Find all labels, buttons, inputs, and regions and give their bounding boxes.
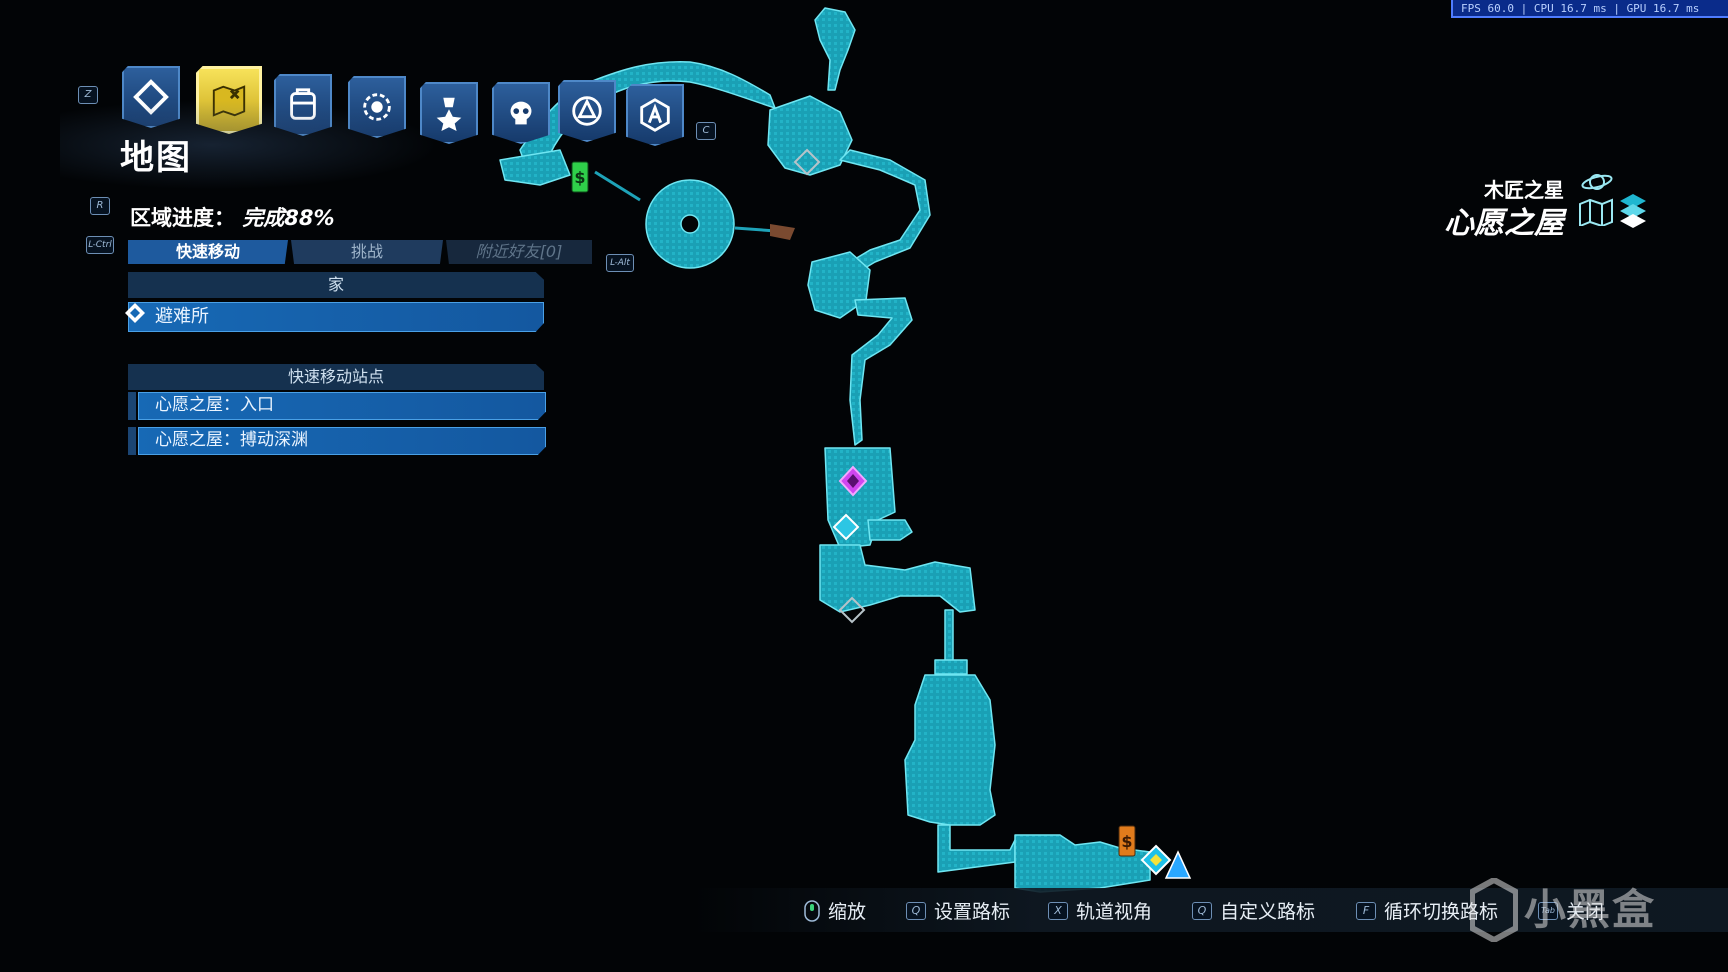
social-icon	[640, 98, 670, 132]
vending-machine-green-icon	[571, 161, 589, 193]
section-header-stations: 快速移动站点	[128, 364, 544, 390]
progress-value: 完成88%	[242, 206, 335, 230]
hint-orbit-view-label: 轨道视角	[1076, 901, 1153, 923]
map-region-descent	[849, 297, 913, 446]
fast-travel-marker-icon	[832, 513, 860, 541]
performance-overlay: FPS 60.0 | CPU 16.7 ms | GPU 16.7 ms	[1451, 0, 1728, 18]
diamond-icon	[133, 79, 169, 115]
selected-diamond-icon	[125, 303, 145, 323]
hint-bar	[0, 888, 1728, 932]
subtab-fast-travel[interactable]: 快速移动	[128, 240, 288, 264]
map-region-side-pod	[867, 519, 913, 541]
key-f: F	[1356, 901, 1376, 920]
guardian-icon	[572, 96, 602, 126]
key-lctrl[interactable]: L-Ctrl	[86, 236, 114, 254]
layers-icon[interactable]	[1618, 192, 1648, 228]
tab-diamond[interactable]	[122, 66, 180, 128]
skull-icon	[510, 101, 532, 125]
tab-map[interactable]	[196, 66, 262, 134]
list-item-station-entrance[interactable]: 心愿之屋：入口	[138, 392, 546, 420]
backpack-icon	[290, 88, 316, 120]
vault-marker-purple-icon	[838, 465, 868, 497]
page-title: 地图	[120, 138, 192, 178]
key-q: Q	[906, 901, 926, 920]
map-region-tower	[814, 7, 856, 91]
zone-name: 心愿之屋	[1444, 206, 1564, 241]
map-region-upper-hub	[767, 95, 853, 176]
key-region[interactable]: R	[90, 197, 110, 215]
key-prev-tab[interactable]: Z	[78, 86, 98, 104]
map-region-bottom-corridor	[937, 824, 1016, 873]
progress-label: 区域进度：	[130, 206, 235, 230]
subtab-challenges[interactable]: 挑战	[291, 240, 443, 264]
list-item-sanctuary[interactable]: 避难所	[128, 302, 544, 332]
waypoint-grey-icon	[793, 148, 866, 624]
medal-icon	[436, 97, 462, 132]
svg-text:$: $	[574, 168, 585, 187]
tab-inventory[interactable]	[274, 74, 332, 136]
hint-zoom[interactable]: 缩放	[804, 897, 866, 924]
hint-orbit-view[interactable]: X 轨道视角	[1048, 897, 1152, 924]
key-q-2: Q	[1192, 901, 1212, 920]
tab-guardian[interactable]	[558, 80, 616, 142]
hint-set-waypoint-label: 设置路标	[934, 901, 1011, 923]
hint-custom-waypoint[interactable]: Q 自定义路标	[1192, 897, 1315, 924]
tab-challenges[interactable]	[420, 82, 478, 144]
svg-text:$: $	[1121, 832, 1132, 851]
zone-map-icon	[1579, 198, 1613, 226]
hint-zoom-label: 缩放	[828, 901, 867, 923]
tab-social[interactable]	[626, 84, 684, 146]
watermark-text: 小黑盒	[1524, 885, 1657, 934]
key-x: X	[1048, 901, 1068, 920]
player-marker-icon	[1140, 844, 1192, 879]
tab-skills[interactable]	[348, 76, 406, 138]
map-icon	[212, 85, 246, 117]
map-region-chamber	[807, 251, 871, 319]
key-lalt[interactable]: L-Alt	[606, 254, 634, 272]
map-region-junction	[934, 659, 968, 675]
hint-custom-waypoint-label: 自定义路标	[1220, 901, 1316, 923]
key-tab: Tab	[1538, 901, 1558, 920]
map-sentinel-icon	[770, 224, 795, 240]
section-header-home: 家	[128, 272, 544, 298]
hint-close[interactable]: Tab 关闭	[1538, 897, 1604, 924]
map-region-lower-tower	[904, 674, 996, 826]
hint-set-waypoint[interactable]: Q 设置路标	[906, 897, 1010, 924]
skill-gear-icon	[363, 93, 391, 121]
station-marker	[128, 427, 136, 455]
planet-name: 木匠之星	[1484, 178, 1564, 202]
planet-icon	[1581, 174, 1613, 190]
key-next-tab[interactable]: C	[696, 122, 716, 140]
subtab-nearby-friends[interactable]: 附近好友[0]	[446, 240, 592, 264]
tab-mayhem[interactable]	[492, 82, 550, 144]
station-marker	[128, 392, 136, 420]
mouse-wheel-icon	[804, 899, 820, 922]
watermark-logo-icon	[1470, 878, 1518, 942]
title-glow	[60, 100, 440, 190]
map-region-mid-complex	[819, 544, 976, 613]
map-region-northwest	[499, 149, 571, 186]
hint-close-label: 关闭	[1566, 901, 1605, 923]
region-progress: 区域进度： 完成88%	[130, 202, 335, 232]
list-item-station-abyss[interactable]: 心愿之屋：搏动深渊	[138, 427, 546, 455]
vending-machine-orange-icon	[1118, 825, 1136, 857]
